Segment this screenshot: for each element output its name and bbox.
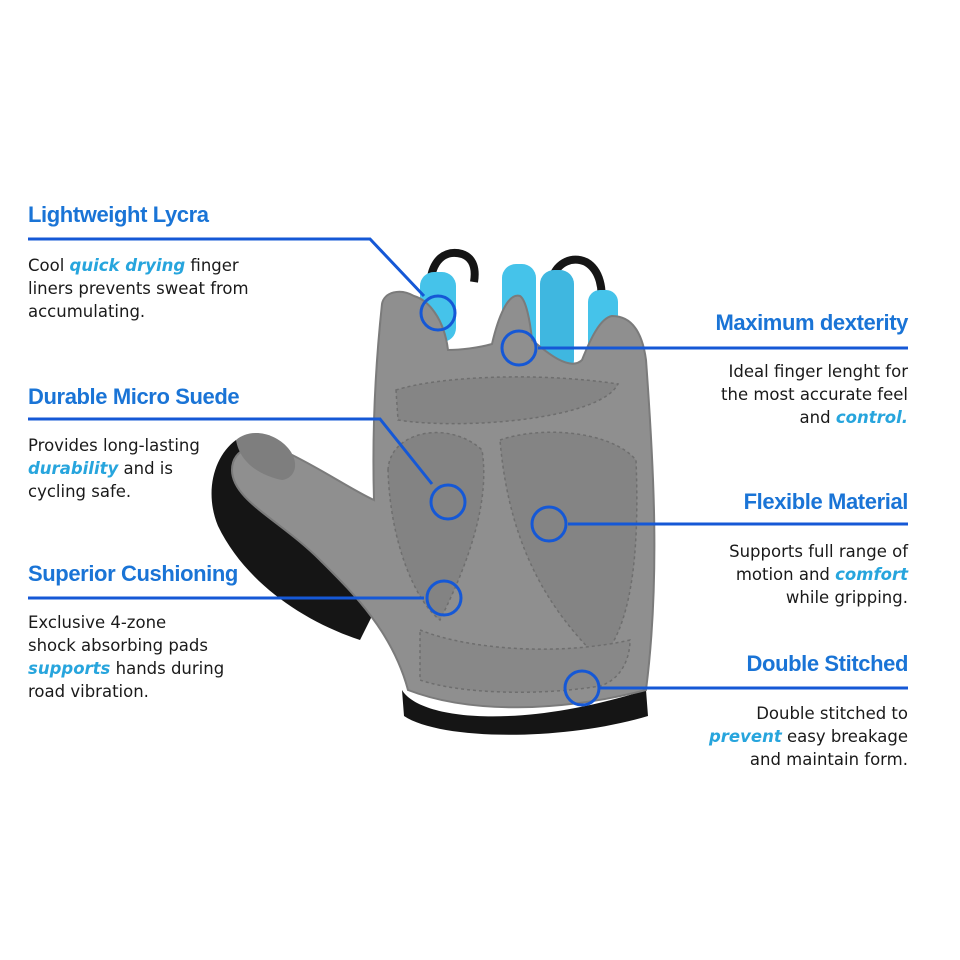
- emphasis-comfort: comfort: [835, 565, 908, 584]
- feature-desc-lightweight-lycra: Cool quick drying finger liners prevents…: [28, 256, 249, 321]
- feature-title-flexible-material: Flexible Material: [743, 489, 909, 514]
- target-markers: [419, 294, 601, 707]
- feature-title-superior-cushioning: Superior Cushioning: [28, 561, 238, 586]
- marker-suede: [429, 483, 467, 521]
- glove-image: [211, 248, 656, 735]
- marker-dexterity: [500, 329, 538, 367]
- emphasis-control: control.: [835, 408, 908, 427]
- marker-flexible: [530, 505, 568, 543]
- feature-desc-durable-micro-suede: Provides long-lasting durability and is …: [28, 436, 200, 501]
- marker-stitched: [563, 669, 601, 707]
- marker-lycra: [419, 294, 457, 332]
- leader-lightweight-lycra: [28, 237, 426, 298]
- feature-desc-flexible-material: Supports full range of motion and comfor…: [729, 542, 908, 607]
- callout-lines: [28, 237, 908, 690]
- emphasis-durability: durability: [28, 459, 119, 478]
- emphasis-quick-drying: quick drying: [69, 256, 186, 275]
- feature-desc-double-stitched: Double stitched to prevent easy breakage…: [708, 704, 908, 769]
- emphasis-prevent: prevent: [708, 727, 782, 746]
- leader-durable-micro-suede: [28, 417, 434, 485]
- feature-title-maximum-dexterity: Maximum dexterity: [715, 310, 909, 335]
- emphasis-supports: supports: [28, 659, 111, 678]
- feature-title-lightweight-lycra: Lightweight Lycra: [28, 202, 209, 227]
- feature-desc-superior-cushioning: Exclusive 4-zone shock absorbing pads su…: [28, 613, 225, 701]
- feature-title-durable-micro-suede: Durable Micro Suede: [28, 384, 240, 409]
- feature-title-double-stitched: Double Stitched: [746, 651, 909, 676]
- marker-cushioning: [425, 579, 463, 617]
- feature-desc-maximum-dexterity: Ideal finger lenght for the most accurat…: [721, 362, 908, 427]
